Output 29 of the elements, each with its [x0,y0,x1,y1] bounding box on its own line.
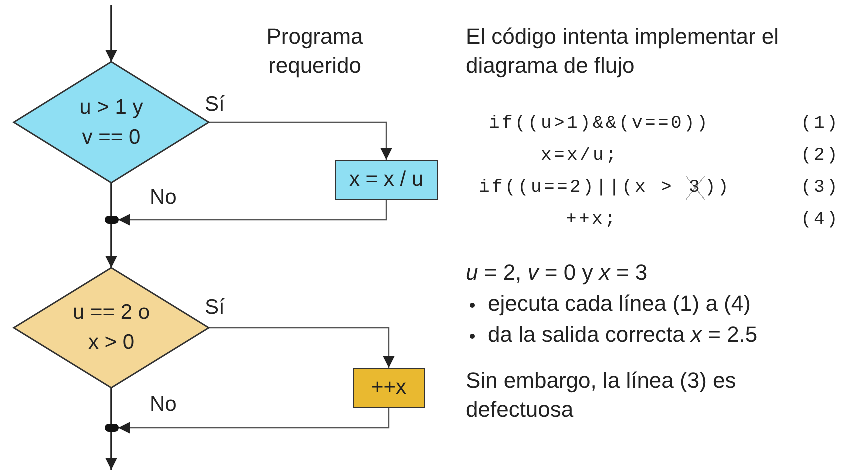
code-text: x=x/u; [541,145,620,168]
arrow [106,224,118,268]
struck-out-code-text: 3 [686,176,706,200]
text-label: ejecuta cada línea (1) a (4) [466,289,868,318]
node-text: ++x [371,375,407,401]
node-text: x = x / u [349,167,424,193]
arrow [106,5,118,62]
text-label: u = 2, v = 0 y x = 3 [466,259,649,287]
text-label: Programa requerido [266,23,364,80]
text-label: El código intenta implementar el diagrama de flujo [466,23,780,80]
code-text: if((u>1)&&(v==0)) [489,113,710,136]
arrow [106,432,118,470]
process-box [335,160,438,200]
text-label: Sin embargo, la línea (3) es defectuosa [466,367,738,424]
line-number: (3) [800,177,840,200]
node-text: u > 1 y v == 0 [78,94,144,150]
text-label: da la salida correcta x = 2.5 [466,320,868,349]
arrow [209,327,395,368]
arrow [118,408,390,434]
code-text: ++x; [566,209,618,232]
arrow [209,122,392,160]
arrow [118,200,388,226]
line-number: (2) [800,145,840,168]
process-box [353,368,425,408]
code-text: )) [705,177,732,200]
code-text: if((u==2)||(x > [479,177,674,200]
line-number: (1) [800,113,840,136]
line-number: (4) [800,209,840,232]
node-text: u == 2 o x > 0 [72,300,152,356]
